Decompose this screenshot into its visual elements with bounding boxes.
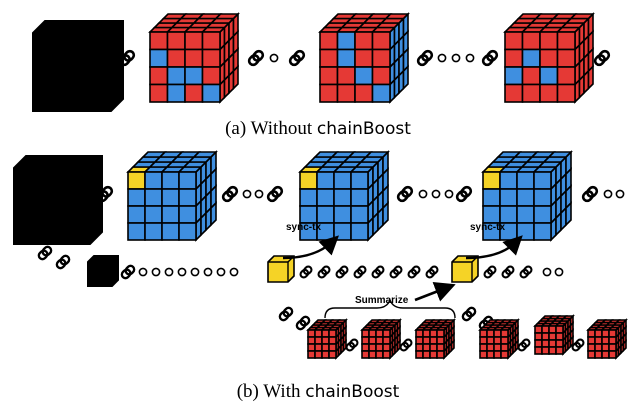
chain-link-icon	[246, 48, 266, 68]
tx-block-1	[306, 318, 348, 360]
chain-link-icon	[36, 244, 54, 262]
chain-link-icon	[460, 305, 478, 323]
block-cube-b3	[481, 150, 573, 242]
chain-dots	[138, 267, 239, 277]
chain-link-icon	[406, 264, 422, 280]
chain-link-icon	[580, 184, 600, 204]
tx-block-3	[414, 318, 456, 360]
chain-link-icon	[334, 264, 350, 280]
chain-link-icon	[344, 337, 360, 353]
chain-link-icon	[516, 337, 532, 353]
summary-block-2	[451, 255, 479, 283]
caption-b-name: chainBoost	[305, 382, 400, 402]
summarize-label: Summarize	[355, 295, 409, 306]
sync-tx-arrow-2	[465, 235, 523, 260]
chain-link-icon	[316, 264, 332, 280]
summarize-brace	[324, 298, 456, 319]
caption-a-name: chainBoost	[316, 119, 411, 139]
tx-block-4	[478, 318, 520, 360]
block-cube-b2	[298, 150, 390, 242]
chain-link-icon	[398, 337, 414, 353]
chain-link-icon	[54, 253, 72, 271]
sync-tx-arrow-1	[282, 235, 339, 260]
chain-dots	[242, 189, 264, 199]
summarize-arrow	[414, 282, 456, 302]
chain-dots	[437, 53, 475, 63]
chain-link-icon	[298, 264, 314, 280]
block-cube-sidechain-genesis	[87, 255, 119, 287]
block-cube-a2	[318, 12, 410, 104]
sync-tx-label-1: sync-tx	[286, 222, 321, 233]
chain-link-icon	[294, 314, 312, 332]
block-cube-genesis-a	[32, 20, 124, 112]
chain-link-icon	[352, 264, 368, 280]
chain-link-icon	[415, 48, 435, 68]
tx-block-6	[586, 318, 628, 360]
block-cube-b1	[126, 150, 218, 242]
chain-link-icon	[395, 184, 415, 204]
chain-dots	[603, 189, 625, 199]
chain-link-icon	[277, 305, 295, 323]
chain-link-icon	[480, 48, 500, 68]
chain-link-icon	[388, 264, 404, 280]
chain-dots	[269, 53, 279, 63]
block-cube-a3	[503, 12, 595, 104]
chain-link-icon	[370, 264, 386, 280]
block-cube-genesis-b	[13, 155, 103, 245]
caption-a-prefix: (a) Without	[225, 118, 317, 139]
chain-link-icon	[119, 263, 137, 281]
chain-link-icon	[592, 48, 612, 68]
caption-b-prefix: (b) With	[236, 381, 306, 402]
chain-dots	[542, 267, 564, 277]
chain-link-icon	[220, 184, 240, 204]
chain-link-icon	[287, 48, 307, 68]
chain-link-icon	[424, 264, 440, 280]
chain-link-icon	[482, 264, 498, 280]
chain-link-icon	[500, 264, 516, 280]
sync-tx-label-2: sync-tx	[470, 222, 505, 233]
chain-link-icon	[454, 184, 474, 204]
tx-block-5	[533, 314, 575, 356]
chain-dots	[418, 189, 454, 199]
tx-block-2	[360, 318, 402, 360]
summary-block-1	[267, 255, 295, 283]
chain-link-icon	[265, 184, 285, 204]
chain-link-icon	[518, 264, 534, 280]
caption-b: (b) With chainBoost	[0, 381, 636, 403]
caption-a: (a) Without chainBoost	[0, 118, 636, 140]
block-cube-a1	[148, 12, 240, 104]
